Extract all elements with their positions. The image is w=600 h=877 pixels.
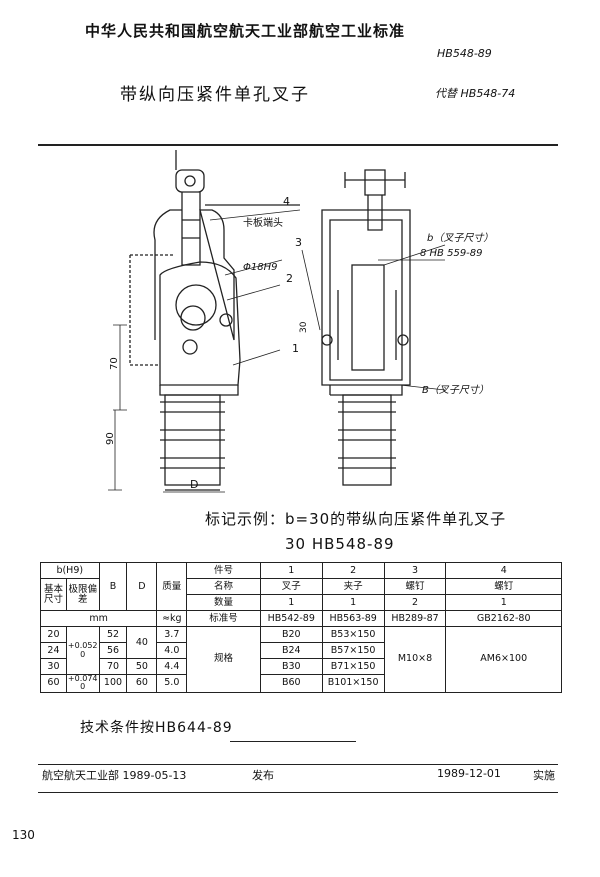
hdr-spec: 规格 [186,626,261,693]
table-cell: 70 [98,658,128,675]
part-no: 2 [321,562,385,579]
org-header: 中华人民共和国航空航天工业部航空工业标准 [85,22,406,40]
footer-effective-date: 1989-12-01 [437,767,501,780]
footer-rule [38,764,558,765]
part-no: 1 [259,562,323,579]
table-cell: 52 [98,626,128,643]
hdr-part-no: 件号 [186,562,261,579]
label-b-size: b（叉子尺寸） [427,232,493,244]
table-cell: 20 [40,626,67,643]
table-cell: B101×150 [321,674,385,693]
teeth-left [160,394,225,486]
hdr-D: D [126,562,158,611]
part-name: 叉子 [259,578,323,595]
table-cell: +0.052 0 [65,626,100,675]
replaces-note: 代替 HB548-74 [435,87,516,100]
part-name: 夹子 [321,578,385,595]
part-no: 4 [445,562,562,579]
table-cell: B53×150 [321,626,385,643]
label-B-size: B（叉子尺寸） [422,384,489,396]
part-qty: 1 [321,594,385,611]
hdr-basic: 基本尺寸 [40,578,67,611]
footer-issuer: 航空航天工业部 1989-05-13 [42,769,187,782]
table-cell: 60 [40,674,67,693]
table-cell: 4.0 [156,642,188,659]
table-cell: B57×150 [321,642,385,659]
hdr-kg: ≈kg [156,610,188,627]
part-name: 螺钉 [445,578,562,595]
part-qty: 1 [445,594,562,611]
part-name: 螺钉 [383,578,447,595]
marking-example-line1: 标记示例：b=30的带纵向压紧件单孔叉子 [205,510,507,528]
page-title: 带纵向压紧件单孔叉子 [120,85,310,105]
table-cell: 30 [40,658,67,675]
part-qty: 2 [383,594,447,611]
part-no: 3 [383,562,447,579]
footer-issued: 发布 [252,769,274,782]
footer-rule-bottom [38,792,558,793]
table-cell: B60 [259,674,323,693]
table-cell: 4.4 [156,658,188,675]
table-cell: B24 [259,642,323,659]
dim-90: 90 [105,432,116,445]
part-std: HB563-89 [321,610,385,627]
label-screw-std: 8 HB 559-89 [420,248,483,259]
footer-effective: 实施 [533,769,555,782]
table-cell: +0.074 0 [65,674,100,693]
table-cell: 5.0 [156,674,188,693]
hdr-mm: mm [39,610,158,627]
part-qty: 1 [259,594,323,611]
marking-example-line2: 30 HB548-89 [285,535,395,553]
hdr-mass: 质量 [156,562,188,611]
table-cell: M10×8 [383,626,447,693]
signature-rule [230,741,356,742]
technical-drawing: 4 卡板端头 3 Φ18H9 2 1 b（叉子尺寸） 8 HB 559-89 B… [105,150,493,493]
fork-body-right [321,209,411,386]
table-cell: 24 [40,642,67,659]
table-cell: 100 [98,674,128,693]
table-cell: B20 [259,626,323,643]
table-cell: 50 [126,658,158,675]
table-cell: B30 [259,658,323,675]
callout-4: 4 [283,195,290,208]
dim-30: 30 [299,321,309,333]
screw-head-left [175,169,205,193]
callout-2: 2 [286,272,293,285]
header-rule [38,144,558,146]
hdr-dev: 极限偏差 [65,578,100,611]
table-cell: B71×150 [321,658,385,675]
table-cell: 60 [126,674,158,693]
table-cell: 3.7 [156,626,188,643]
label-bore: Φ18H9 [243,262,277,273]
label-card-end: 卡板端头 [243,216,283,229]
teeth-right [338,394,396,486]
hdr-std: 标准号 [186,610,261,627]
hdr-B: B [98,562,128,611]
table-cell: AM6×100 [445,626,562,693]
spec-table: b(H9) B D 质量 件号 1 2 3 4 基本尺寸 极限偏差 名称 叉子 … [39,562,562,693]
part-std: GB2162-80 [445,610,562,627]
dim-D: D [190,478,198,491]
tech-note: 技术条件按HB644-89 [80,720,233,736]
page-number: 130 [12,828,35,842]
part-std: HB542-89 [259,610,323,627]
callout-3: 3 [295,236,302,249]
standard-number: HB548-89 [437,47,492,60]
hdr-b: b(H9) [40,562,100,579]
table-cell: 56 [98,642,128,659]
table-cell: 40 [126,626,158,659]
hdr-name: 名称 [186,578,261,595]
fork-body-left [153,209,235,341]
callout-1: 1 [292,342,299,355]
t-handle-right [344,172,406,188]
part-std: HB289-87 [383,610,447,627]
hdr-qty: 数量 [186,594,261,611]
dim-70: 70 [109,357,120,370]
